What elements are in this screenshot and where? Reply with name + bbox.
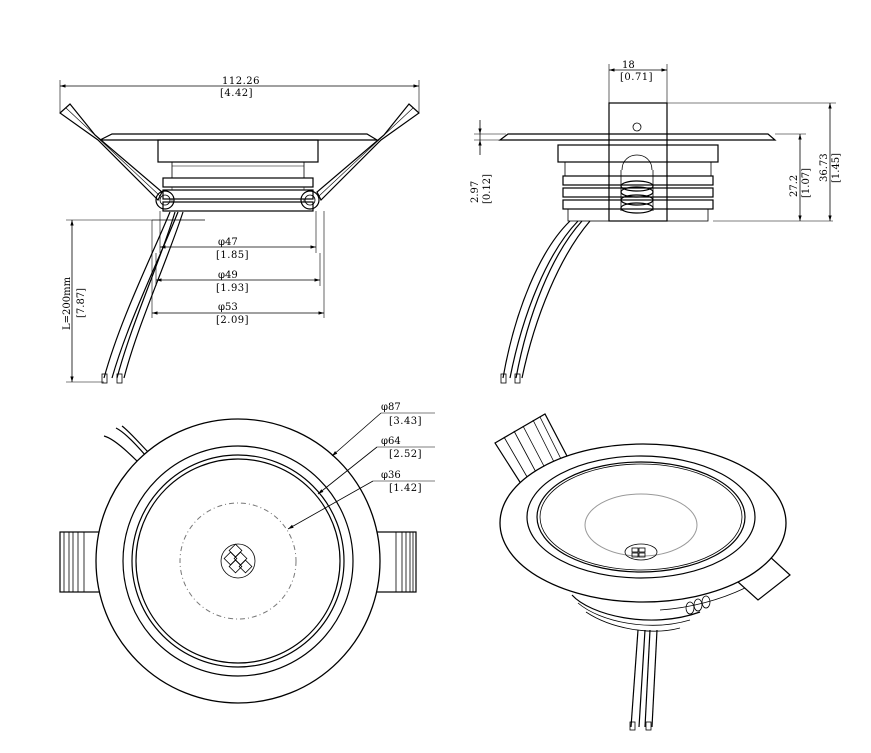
flange: [99, 133, 380, 141]
top-view: φ87 [3.43] φ64 [2.52] φ36 [1.42]: [59, 402, 435, 704]
dim-dia-47-mm: φ47: [218, 237, 238, 248]
led-cluster: [220, 543, 256, 579]
left-spring-clip: [59, 103, 175, 210]
lens-circle: [179, 502, 297, 620]
power-cable: [500, 220, 591, 384]
heatsink-fin: [562, 175, 714, 186]
bezel-ellipse: [526, 455, 756, 579]
dim-dia-49-in: [1.93]: [216, 283, 249, 294]
spring-clip: [608, 102, 668, 222]
front-view: 112.26 [4.42] φ47 [1.85] φ49 [1.93] φ53 …: [59, 76, 420, 384]
outer-trim-ellipse: [499, 443, 787, 603]
dim-cable-length-mm: L=200mm: [62, 276, 73, 330]
dim-total-height-in: [1.45]: [831, 153, 842, 183]
left-spring-clip: [59, 531, 103, 593]
dim-outer-dia-in: [3.43]: [389, 416, 422, 427]
heatsink-fin: [162, 201, 314, 212]
heatsink-fin: [162, 189, 314, 200]
dim-clip-width-mm: 18: [622, 60, 635, 71]
dim-dia-49-mm: φ49: [218, 270, 238, 281]
outer-trim-circle: [95, 418, 381, 704]
dim-overall-width-mm: 112.26: [222, 76, 260, 87]
dim-reflector-dia-in: [2.52]: [389, 449, 422, 460]
power-cable: [629, 629, 658, 731]
dim-body-height-mm: 27.2: [789, 175, 800, 197]
dim-outer-dia-mm: φ87: [381, 402, 401, 413]
dim-dia-53-mm: φ53: [218, 302, 238, 313]
lens-ellipse: [584, 493, 698, 557]
power-cable: [101, 211, 184, 384]
dim-cable-length-in: [7.87]: [76, 288, 87, 318]
dim-dia-47-in: [1.85]: [216, 250, 249, 261]
bezel-circle: [122, 445, 354, 677]
isometric-view: [494, 413, 791, 731]
reflector-circle: [131, 454, 345, 668]
dim-flange-thickness-mm: 2.97: [470, 181, 481, 203]
flange: [498, 133, 777, 141]
side-view: 18 [0.71] 2.97 [0.12] 27.2 [1.07] 36.73 …: [470, 60, 842, 384]
dim-body-height-in: [1.07]: [801, 168, 812, 198]
housing-top: [157, 139, 319, 163]
right-spring-clip: [300, 103, 420, 210]
dim-clip-width-in: [0.71]: [620, 72, 653, 83]
heatsink-fin: [162, 177, 314, 188]
dim-flange-thickness-in: [0.12]: [482, 174, 493, 204]
dim-reflector-dia-mm: φ64: [381, 436, 401, 447]
dim-total-height-mm: 36.73: [819, 153, 830, 182]
reflector-ellipse: [536, 461, 746, 573]
heatsink-fin: [562, 187, 714, 198]
dim-lens-dia-mm: φ36: [381, 470, 401, 481]
dim-dia-53-in: [2.09]: [216, 315, 249, 326]
led-cluster: [624, 543, 658, 561]
dim-lens-dia-in: [1.42]: [389, 483, 422, 494]
dim-overall-width-in: [4.42]: [220, 88, 253, 99]
